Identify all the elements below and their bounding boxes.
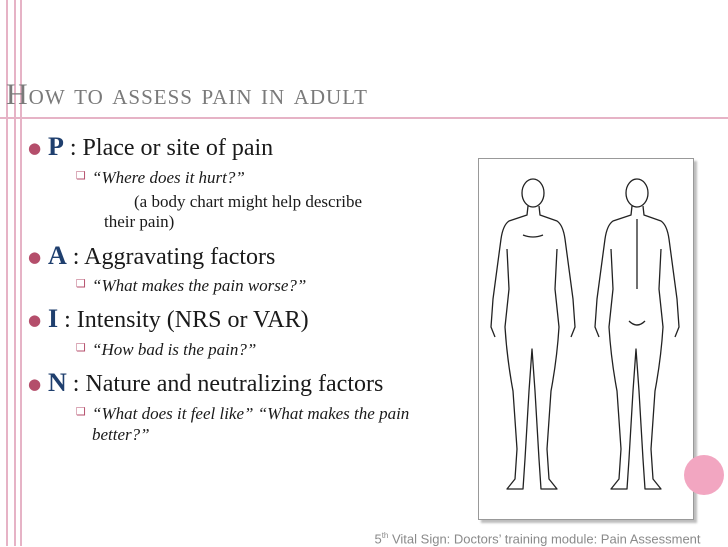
sub-bullet-n: ❑ “What does it feel like” “What makes t… [76,403,452,446]
left-decor-line-3 [20,0,22,546]
sub-bullet-icon: ❑ [76,404,86,418]
sub-bullet-text: “Where does it hurt?” [92,167,245,187]
body-outline-icon [490,178,680,490]
slide-footer: 5th Vital Sign: Doctors’ training module… [365,527,710,547]
bullet-list: ● P : Place or site of pain ❑ “Where doe… [28,132,478,449]
footer-text: Vital Sign: Doctors’ training module: Pa… [388,531,701,547]
decorative-circle [684,455,724,495]
bullet-text: : Intensity (NRS or VAR) [58,307,309,334]
bullet-text: : Nature and neutralizing factors [66,371,384,398]
body-chart-note: (a body chart might help describe their … [104,192,478,233]
left-decor-line-2 [14,0,16,546]
bullet-letter: I [48,304,59,334]
note-line-1: (a body chart might help describe [134,191,363,211]
bullet-icon: ● [28,311,42,330]
bullet-a: ● A : Aggravating factors [28,241,478,272]
body-chart-image [478,158,694,520]
bullet-letter: P [48,132,64,161]
sub-bullet-text: “What does it feel like” “What makes the… [92,403,410,445]
sub-bullet-icon: ❑ [76,277,86,291]
left-decor-line-1 [6,0,8,546]
title-divider [0,117,728,119]
sub-bullet-icon: ❑ [76,341,86,355]
bullet-text: : Place or site of pain [63,135,274,161]
bullet-icon: ● [28,375,42,394]
bullet-letter: N [48,368,67,398]
bullet-p: ● P : Place or site of pain [28,132,478,163]
bullet-icon: ● [28,139,42,157]
sub-bullet-a: ❑ “What makes the pain worse?” [76,275,478,296]
bullet-i: ● I : Intensity (NRS or VAR) [28,304,478,335]
sub-bullet-text: “How bad is the pain?” [92,340,257,360]
sub-bullet-p: ❑ “Where does it hurt?” [76,167,478,188]
sub-bullet-i: ❑ “How bad is the pain?” [76,339,478,360]
note-line-2: their pain) [104,212,175,232]
sub-bullet-text: “What makes the pain worse?” [92,276,307,296]
footer-sup: th [381,531,389,540]
bullet-letter: A [48,240,67,270]
sub-bullet-icon: ❑ [76,168,86,182]
bullet-n: ● N : Nature and neutralizing factors [28,368,428,399]
bullet-text: : Aggravating factors [66,243,276,270]
slide-title: How to assess pain in adult [6,78,368,111]
bullet-icon: ● [28,247,42,266]
footer-number: 5 [374,531,382,547]
